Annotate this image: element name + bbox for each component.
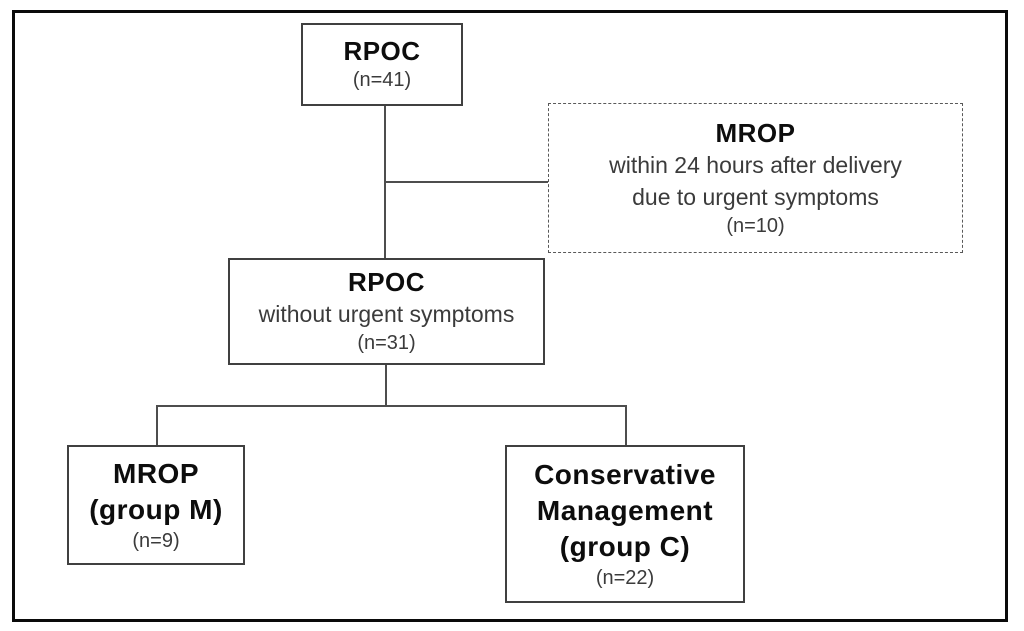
node-conservative-group-c: Conservative Management (group C) (n=22) bbox=[505, 445, 745, 603]
node-count: (n=22) bbox=[595, 566, 655, 589]
connector-to-side-box bbox=[384, 181, 548, 183]
node-body-line: within 24 hours after delivery bbox=[609, 151, 902, 178]
node-count: (n=9) bbox=[132, 529, 180, 552]
connector-branch-horizontal bbox=[156, 405, 627, 407]
node-body-line: due to urgent symptoms bbox=[632, 183, 879, 210]
node-rpoc-total: RPOC (n=41) bbox=[301, 23, 463, 106]
node-count: (n=41) bbox=[352, 69, 412, 91]
node-subtitle: (group M) bbox=[89, 493, 223, 525]
node-mrop-group-m: MROP (group M) (n=9) bbox=[67, 445, 245, 565]
connector-branch-to-right bbox=[625, 405, 627, 445]
node-title: MROP bbox=[113, 457, 199, 489]
node-title: Conservative bbox=[534, 458, 716, 490]
node-mrop-urgent: MROP within 24 hours after delivery due … bbox=[548, 103, 963, 253]
node-title: Management bbox=[536, 494, 714, 526]
node-count: (n=10) bbox=[726, 214, 785, 237]
node-subtitle: (group C) bbox=[559, 530, 691, 562]
node-title: MROP bbox=[715, 117, 796, 148]
node-count: (n=31) bbox=[357, 332, 416, 354]
node-title: RPOC bbox=[347, 267, 426, 297]
connector-branch-to-left bbox=[156, 405, 158, 445]
node-title: RPOC bbox=[343, 36, 421, 66]
connector-middle-to-branch bbox=[385, 365, 387, 406]
node-rpoc-without-urgent: RPOC without urgent symptoms (n=31) bbox=[228, 258, 545, 365]
node-body-line: without urgent symptoms bbox=[258, 301, 515, 327]
